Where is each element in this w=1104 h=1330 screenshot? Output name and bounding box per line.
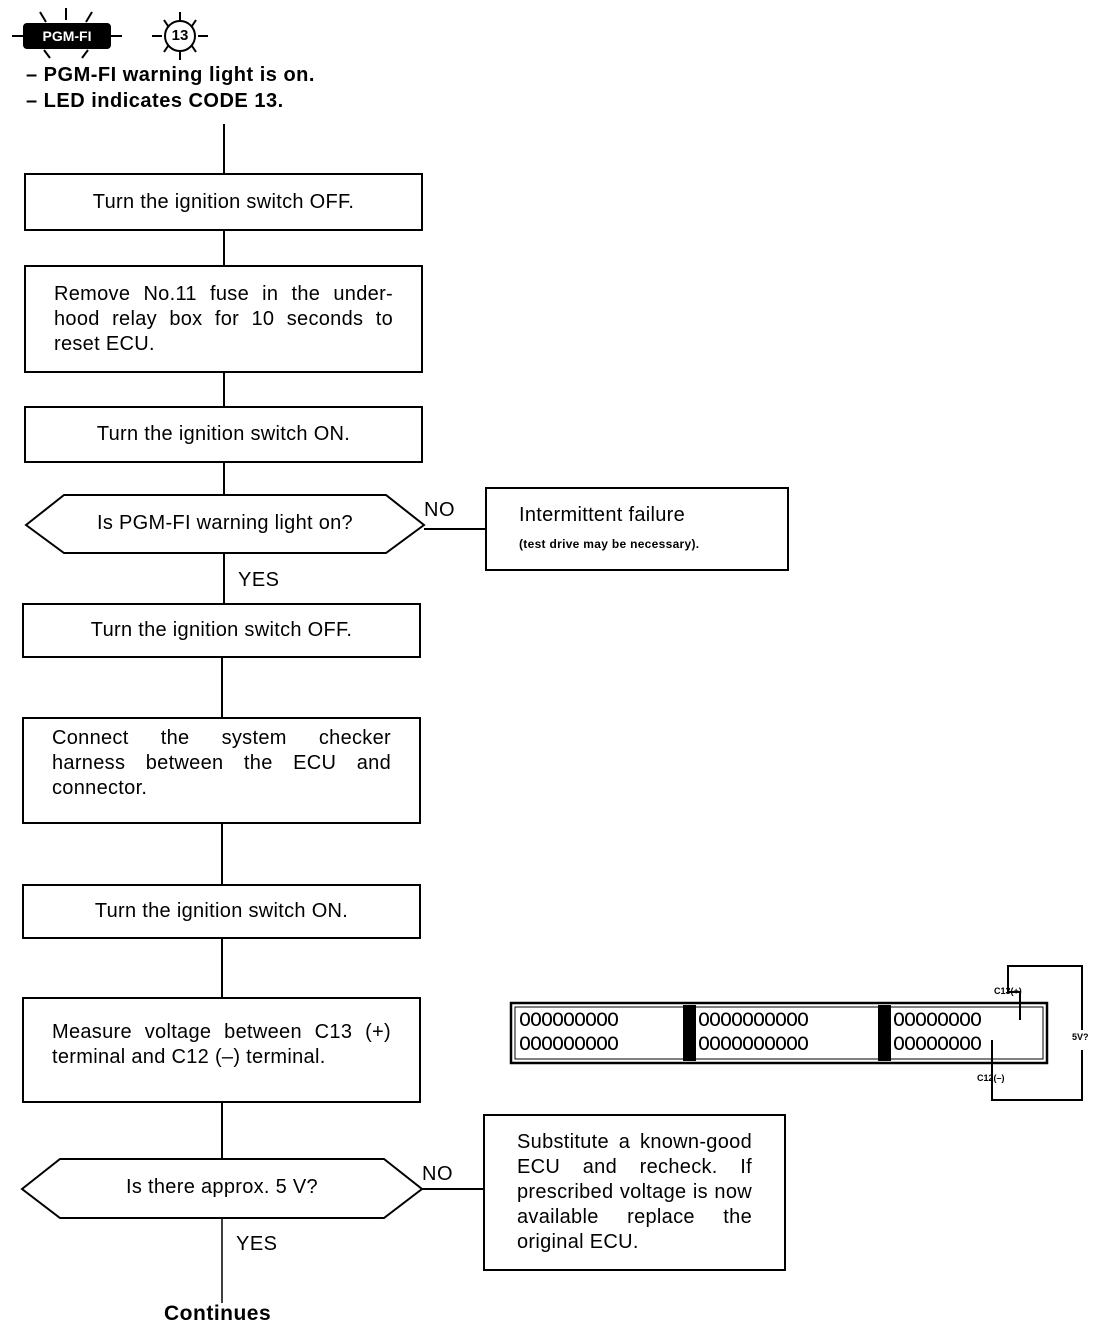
- step-text: Turn the ignition switch ON.: [94, 900, 349, 922]
- voltmeter-label: 5V?: [1072, 1032, 1089, 1042]
- connector-pins-left-top: OOOOOOOOO: [519, 1010, 619, 1033]
- result-note: (test drive may be necessary).: [519, 537, 700, 551]
- pgm-fi-badge-icon: [12, 8, 122, 59]
- decision-1-no-label: NO: [424, 499, 455, 521]
- continues-label: Continues: [164, 1302, 272, 1325]
- step-text: Connect the system checker harness betwe…: [52, 727, 391, 799]
- pgm-fi-badge-text: PGM-FI: [42, 28, 92, 44]
- decision-1-text: Is PGM-FI warning light on?: [97, 512, 353, 534]
- header-line-2: – LED indicates CODE 13.: [26, 90, 284, 112]
- step-remove-fuse: Remove No.11 fuse in the under-hood rela…: [24, 265, 423, 373]
- step-text: Remove No.11 fuse in the under-hood rela…: [54, 282, 393, 355]
- result-text: Substitute a known-good ECU and recheck.…: [517, 1131, 752, 1253]
- c12-terminal-label: C12(–): [977, 1073, 1005, 1083]
- connector-pins-right-top: OOOOOOOO: [893, 1010, 982, 1033]
- decision-shape-2: [20, 1158, 424, 1219]
- result-substitute-ecu: Substitute a known-good ECU and recheck.…: [483, 1114, 786, 1271]
- decision-2-text: Is there approx. 5 V?: [126, 1176, 318, 1198]
- connector-pins-left-bottom: OOOOOOOOO: [519, 1034, 619, 1057]
- step-text: Turn the ignition switch OFF.: [92, 190, 355, 213]
- step-text: Measure voltage between C13 (+) terminal…: [52, 1021, 391, 1068]
- step-connect-checker: Connect the system checker harness betwe…: [22, 717, 421, 824]
- result-intermittent-failure: Intermittent failure (test drive may be …: [485, 487, 789, 571]
- step-measure-voltage: Measure voltage between C13 (+) terminal…: [22, 997, 421, 1103]
- step-ignition-off-1: Turn the ignition switch OFF.: [24, 173, 423, 231]
- step-text: Turn the ignition switch OFF.: [90, 619, 353, 641]
- header-line-1: – PGM-FI warning light is on.: [26, 64, 315, 86]
- step-ignition-on-1: Turn the ignition switch ON.: [24, 406, 423, 463]
- connector-pins-mid-top: OOOOOOOOOO: [698, 1010, 809, 1033]
- connector-pins-right-bottom: OOOOOOOO: [893, 1034, 982, 1057]
- step-ignition-on-2: Turn the ignition switch ON.: [22, 884, 421, 939]
- step-ignition-off-2: Turn the ignition switch OFF.: [22, 603, 421, 658]
- step-text: Turn the ignition switch ON.: [96, 423, 351, 445]
- code-led-icon: [152, 12, 208, 60]
- code-number: 13: [171, 27, 189, 44]
- result-title: Intermittent failure: [519, 504, 686, 526]
- decision-shape-1: [24, 494, 426, 554]
- connector-pins-mid-bottom: OOOOOOOOOO: [698, 1034, 809, 1057]
- ecu-connector-illustration: [509, 965, 1083, 1101]
- decision-2-no-label: NO: [422, 1163, 453, 1185]
- decision-2-yes-label: YES: [236, 1233, 278, 1255]
- decision-1-yes-label: YES: [238, 569, 280, 591]
- c13-terminal-label: C13(+): [994, 986, 1022, 996]
